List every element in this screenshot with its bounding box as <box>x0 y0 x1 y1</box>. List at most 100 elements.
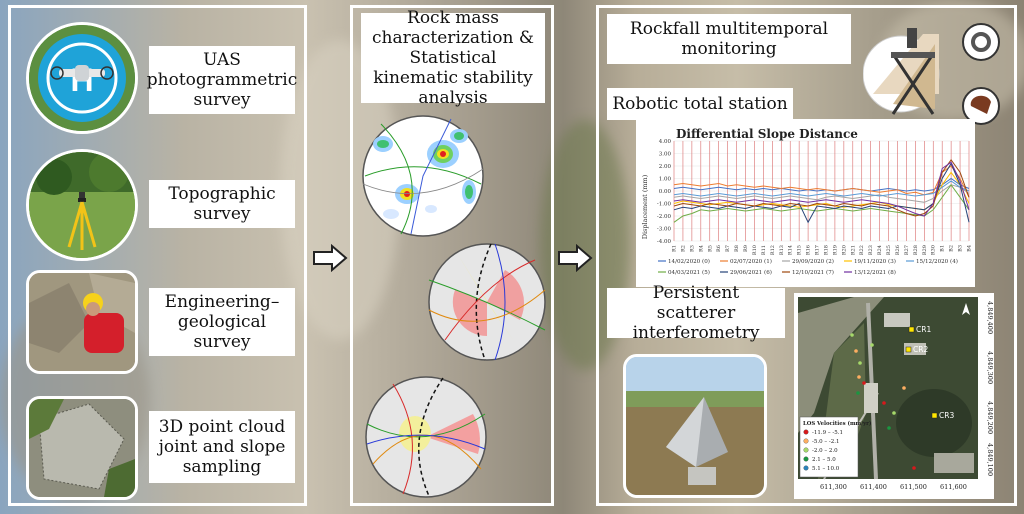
chart-y-tick-label: -1.00 <box>657 202 672 208</box>
total-station-drawing <box>863 23 1000 125</box>
chart-x-tick-label: R1 <box>672 245 678 252</box>
ps-map: CR1 CR2 CR3 LOS Velocities (mm/yr) -11.9… <box>794 293 994 499</box>
label-topographic-survey: Topographic survey <box>149 180 295 228</box>
legend-swatch <box>803 438 809 444</box>
chart-y-axis-label: Displacement (mm) <box>641 174 649 239</box>
chart-y-tick-label: 1.00 <box>659 177 672 183</box>
stereonet-density-plot <box>362 115 484 237</box>
chart-x-tick-label: B4 <box>967 245 973 252</box>
arrow-right-icon <box>558 244 593 272</box>
stereonet-kinematic-wedge <box>365 376 487 498</box>
chart-x-tick-label: R12 <box>770 245 776 255</box>
chart-y-tick-label: 0.00 <box>659 189 672 195</box>
chart-x-tick-label: R28 <box>913 245 919 255</box>
legend-title: LOS Velocities (mm/yr) <box>803 420 871 427</box>
chart-legend-label: 19/11/2020 (3) <box>854 258 896 265</box>
chart-legend-label: 29/06/2021 (6) <box>730 269 772 276</box>
map-x-tick: 611,300 <box>820 483 847 491</box>
chart-legend-label: 12/10/2021 (7) <box>792 269 834 276</box>
panel-rock-mass: Rock mass characterization & Statistical… <box>350 5 554 506</box>
legend-swatch <box>803 429 809 435</box>
chart-x-tick-label: R30 <box>931 245 937 255</box>
chart-y-tick-label: 3.00 <box>659 152 672 158</box>
chart-legend-label: 13/12/2021 (8) <box>854 269 896 276</box>
chart-x-tick-label: R11 <box>761 245 767 255</box>
chart-x-tick-label: R24 <box>877 245 883 255</box>
chart-x-tick-label: B1 <box>940 245 946 252</box>
label-point-cloud: 3D point cloud joint and slope sampling <box>149 411 295 483</box>
map-x-tick: 611,500 <box>900 483 927 491</box>
map-point-cr1: CR1 <box>916 325 931 334</box>
chart-series-line <box>673 158 970 217</box>
chart-x-tick-label: R9 <box>743 245 749 252</box>
legend-label: 5.1 – 10.0 <box>812 466 840 472</box>
panel-surveys: H UAS photogrammetric survey Topographic… <box>8 5 307 506</box>
chart-series-line <box>673 161 970 217</box>
map-y-tick: 4,849,300 <box>986 351 994 384</box>
chart-x-tick-label: R22 <box>859 245 865 255</box>
topographic-survey-photo <box>26 149 138 261</box>
map-point-cr2: CR2 <box>913 345 928 354</box>
chart-x-tick-label: R19 <box>832 245 838 255</box>
map-point-cr3: CR3 <box>939 411 954 420</box>
chart-series-line <box>673 183 970 223</box>
chart-legend-label: 29/09/2020 (2) <box>792 258 834 265</box>
north-arrow-icon <box>962 303 970 315</box>
legend-swatch <box>803 456 809 462</box>
chart-x-tick-label: R10 <box>752 245 758 255</box>
chart-series-line <box>673 162 970 224</box>
chart-legend-label: 14/02/2020 (0) <box>668 258 710 265</box>
legend-label: 2.1 – 5.0 <box>812 457 836 463</box>
arrow-right-icon <box>313 244 348 272</box>
chart-y-tick-label: 4.00 <box>659 139 672 145</box>
chart-series-line <box>673 180 970 197</box>
chart-x-tick-label: R18 <box>823 245 829 255</box>
chart-series-line <box>673 184 970 203</box>
label-uas-survey: UAS photogrammetric survey <box>147 46 297 114</box>
chart-x-tick-label: R8 <box>734 245 740 252</box>
map-y-tick: 4,849,400 <box>986 301 994 334</box>
chart-x-tick-label: R3 <box>689 245 695 252</box>
chart-x-tick-label: R29 <box>922 245 928 255</box>
chart-x-tick-label: R16 <box>806 245 812 255</box>
uas-drone-photo: H <box>26 22 138 134</box>
stereonet-kinematic-planar <box>428 243 546 361</box>
chart-legend-label: 15/12/2020 (4) <box>916 258 958 265</box>
map-y-tick: 4,849,100 <box>986 443 994 476</box>
persistent-scatterer-label: Persistent scatterer interferometry <box>607 283 785 343</box>
chart-y-tick-label: -3.00 <box>657 227 672 233</box>
point-cloud-photo <box>26 396 138 500</box>
chart-x-tick-label: R5 <box>707 245 713 252</box>
robotic-total-station-label: Robotic total station <box>607 88 793 120</box>
chart-x-tick-label: R6 <box>716 245 722 252</box>
chart-x-tick-label: B2 <box>949 245 955 252</box>
chart-x-tick-label: R14 <box>788 245 794 255</box>
chart-x-tick-label: R13 <box>779 245 785 255</box>
map-x-tick: 611,600 <box>940 483 967 491</box>
monitoring-title: Rockfall multitemporal monitoring <box>607 14 851 64</box>
chart-y-tick-label: 2.00 <box>659 164 672 170</box>
chart-x-tick-label: R7 <box>725 245 731 252</box>
chart-x-tick-label: R25 <box>886 245 892 255</box>
chart-series-line <box>673 165 970 198</box>
map-legend <box>799 416 859 478</box>
chart-x-tick-label: R4 <box>698 245 704 252</box>
chart-legend-label: 02/07/2020 (1) <box>730 258 772 265</box>
chart-x-tick-label: B3 <box>958 245 964 252</box>
legend-swatch <box>803 465 809 471</box>
rock-mass-title: Rock mass characterization & Statistical… <box>361 8 545 108</box>
map-y-tick: 4,849,200 <box>986 401 994 434</box>
corner-reflector-photo <box>623 354 767 498</box>
chart-x-tick-label: R26 <box>895 245 901 255</box>
label-engineering-survey: Engineering–geological survey <box>149 288 295 356</box>
chart-legend-label: 04/03/2021 (5) <box>668 269 710 276</box>
chart-svg: Differential Slope Distance Displacement… <box>641 127 973 276</box>
panel-monitoring: Rockfall multitemporal monitoring Roboti… <box>596 5 1017 506</box>
legend-swatch <box>803 447 809 453</box>
chart-y-tick-label: -4.00 <box>657 239 672 245</box>
legend-label: -2.0 – 2.0 <box>812 448 838 454</box>
chart-x-tick-label: R20 <box>841 245 847 255</box>
chart-y-tick-label: -2.00 <box>657 214 672 220</box>
engineering-survey-photo <box>26 270 138 374</box>
chart-x-tick-label: R23 <box>868 245 874 255</box>
